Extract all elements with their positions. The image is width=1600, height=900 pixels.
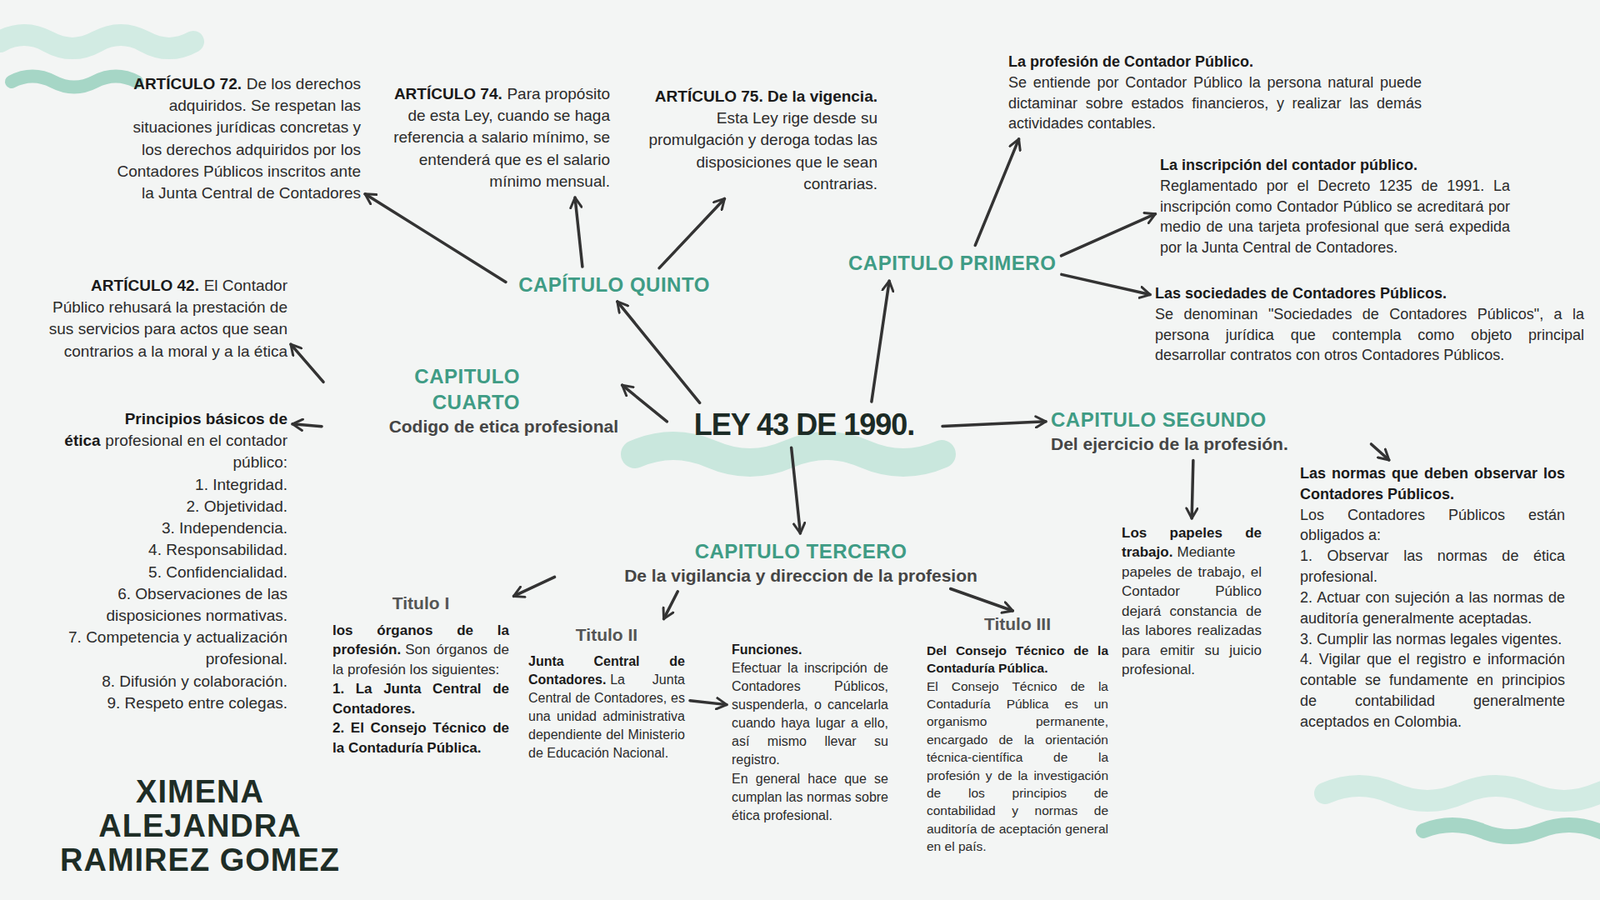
body-text: En general hace que se cumplan las norma… [731, 770, 889, 825]
topic-node: Titulo IIJunta Central de Contadores.La … [528, 623, 685, 763]
bold-text: 2. El Consejo Técnico de la Contaduría P… [332, 718, 510, 758]
chapter-node: CAPITULO CUARTOCodigo de etica profesion… [326, 363, 619, 439]
topic-node: Principios básicos de éticaprofesional e… [45, 408, 288, 715]
topic-node: ARTÍCULO 72.De los derechos adquiridos. … [112, 73, 361, 205]
body-text: 5. Confidencialidad. [45, 561, 288, 584]
bold-text: La inscripción del contador público. [1160, 155, 1510, 176]
topic-node: ARTÍCULO 75. De la vigencia.Esta Ley rig… [647, 85, 878, 195]
body-text: Mediante papeles de trabajo, el Contador… [1121, 544, 1262, 678]
arrow-connector [290, 344, 324, 382]
topic-node: ARTÍCULO 42.El Contador Público rehusará… [45, 275, 288, 363]
body-text: 9. Respeto entre colegas. [45, 692, 288, 715]
body-text: 7. Competencia y actualización profesion… [45, 626, 288, 670]
bold-text: La profesión de Contador Público. [1008, 51, 1422, 73]
wave-band [635, 445, 942, 463]
section-heading: Titulo II [528, 623, 685, 648]
body-text: 4. Vigilar que el registro e información… [1300, 649, 1565, 732]
arrow-connector [664, 591, 679, 620]
bold-text: ARTÍCULO 74. [394, 85, 503, 103]
arrow-connector [513, 576, 555, 596]
body-text: 6. Observaciones de las disposiciones no… [45, 583, 288, 627]
chapter-subtitle: Codigo de etica profesional [326, 415, 619, 438]
body-text: profesional en el contador público: [105, 431, 288, 471]
wave-band [0, 35, 194, 49]
body-text: 1. Integridad. [45, 474, 288, 496]
body-text: 4. Responsabilidad. [45, 539, 288, 561]
arrow-connector [365, 194, 506, 283]
body-text: Efectuar la inscripción de Contadores Pú… [731, 659, 889, 770]
central-title: LEY 43 DE 1990. [670, 406, 938, 443]
chapter-title: CAPÍTULO QUINTO [510, 271, 719, 298]
topic-node: La profesión de Contador Público.Se enti… [1008, 51, 1422, 135]
arrow-connector [1060, 214, 1155, 256]
topic-node: Las sociedades de Contadores Públicos.Se… [1155, 283, 1585, 366]
chapter-node: CAPITULO SEGUNDODel ejercicio de la prof… [1050, 406, 1368, 455]
body-text: Reglamentado por el Decreto 1235 de 1991… [1160, 175, 1510, 259]
bold-text: ARTÍCULO 42. [90, 276, 200, 295]
chapter-title: CAPITULO SEGUNDO [1050, 406, 1368, 433]
arrow-connector [575, 197, 583, 267]
arrow-connector [292, 424, 322, 427]
wave-band [1423, 825, 1600, 837]
chapter-node: CAPITULO TERCERODe la vigilancia y direc… [559, 538, 1043, 587]
arrow-connector [659, 198, 725, 268]
arrow-connector [617, 301, 700, 404]
title-text: LEY 43 DE 1990. [670, 406, 938, 443]
body-text: Se entiende por Contador Público la pers… [1008, 72, 1422, 135]
topic-node: Los papeles de trabajo.Mediante papeles … [1121, 523, 1262, 680]
topic-node: Titulo III Del Consejo Técnico de la Cont… [926, 612, 1109, 855]
author-name: XIMENA ALEJANDRA RAMIREZ GOMEZ [50, 775, 350, 878]
arrow-connector [1370, 444, 1389, 460]
body-text: Esta Ley rige desde su promulgación y de… [647, 107, 878, 195]
bold-text: ARTÍCULO 75. De la vigencia. [647, 85, 878, 108]
section-heading: Titulo I [332, 591, 510, 616]
chapter-title: CAPITULO PRIMERO [848, 250, 1057, 276]
body-text: De los derechos adquiridos. Se respetan … [116, 75, 361, 202]
topic-node: La inscripción del contador público.Regl… [1160, 155, 1510, 259]
chapter-node: CAPITULO PRIMERO [848, 250, 1057, 276]
arrow-connector [975, 139, 1019, 246]
body-text: Los Contadores Públicos están obligados … [1300, 505, 1565, 547]
chapter-node: CAPÍTULO QUINTO [510, 271, 719, 298]
body-text: 8. Difusión y colaboración. [45, 670, 288, 693]
chapter-title: CAPITULO TERCERO [559, 538, 1043, 565]
bold-text: Funciones. [731, 640, 889, 660]
wave-band [11, 76, 137, 88]
bold-text: ARTÍCULO 72. [133, 75, 242, 93]
topic-node: Las normas que deben observar los Contad… [1300, 463, 1565, 733]
body-text: 2. Actuar con sujeción a las normas de a… [1300, 587, 1565, 630]
body-text: 3. Independencia. [45, 517, 288, 540]
wave-band [1325, 785, 1600, 801]
chapter-subtitle: Del ejercicio de la profesión. [1050, 432, 1368, 455]
body-text: El Consejo Técnico de la Contaduría Públ… [926, 677, 1109, 856]
body-text: 2. Objetividad. [45, 495, 288, 518]
topic-node: Funciones.Efectuar la inscripción de Con… [731, 640, 889, 825]
chapter-title: CAPITULO CUARTO [326, 363, 619, 415]
bold-text: Del Consejo Técnico de la Contaduría Púb… [926, 641, 1109, 678]
section-heading: Titulo III [926, 612, 1109, 637]
arrow-connector [1191, 460, 1194, 519]
arrow-connector [871, 280, 890, 402]
bold-text: Las sociedades de Contadores Públicos. [1155, 283, 1585, 305]
bold-text: 1. La Junta Central de Contadores. [332, 679, 510, 719]
body-text: 3. Cumplir las normas legales vigentes. [1300, 629, 1565, 650]
body-text: Se denominan "Sociedades de Contadores P… [1155, 304, 1585, 366]
arrow-connector [690, 700, 727, 705]
arrow-connector [791, 447, 801, 534]
arrow-connector [950, 588, 1014, 611]
bold-text: Las normas que deben observar los Contad… [1300, 463, 1565, 505]
arrow-connector [1061, 274, 1150, 295]
arrow-connector [622, 385, 668, 422]
topic-node: Titulo Ilos órganos de la profesión.Son … [332, 591, 510, 758]
arrow-connector [942, 421, 1046, 427]
chapter-subtitle: De la vigilancia y direccion de la profe… [559, 564, 1043, 587]
topic-node: ARTÍCULO 74.Para propósito de esta Ley, … [373, 83, 610, 193]
body-text: 1. Observar las normas de ética profesio… [1300, 545, 1565, 588]
